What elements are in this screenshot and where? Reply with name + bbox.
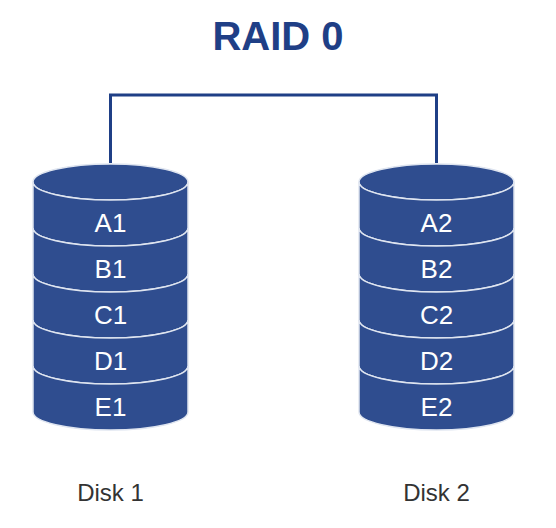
diagram-title: RAID 0: [0, 12, 556, 60]
stripe-block: B2: [358, 228, 515, 292]
stripe-block: C1: [32, 274, 189, 338]
stripe-block: D1: [32, 320, 189, 384]
stripe-label: D2: [358, 346, 515, 376]
bracket-connector: [111, 95, 437, 163]
stripe-label: E1: [32, 392, 189, 422]
disk-cylinder: Disk 2A2B2C2D2E2: [358, 163, 515, 508]
stripe-label: A2: [358, 208, 515, 238]
stripe-label: E2: [358, 392, 515, 422]
stripe-block: C2: [358, 274, 515, 338]
stripe-block: E1: [32, 366, 189, 430]
stripe-label: B2: [358, 254, 515, 284]
stripe-label: A1: [32, 208, 189, 238]
stripe-block: E2: [358, 366, 515, 430]
stripe-label: B1: [32, 254, 189, 284]
stripe-label: C2: [358, 300, 515, 330]
stripe-block: A1: [32, 182, 189, 246]
disk-label: Disk 2: [338, 478, 535, 508]
disk-label: Disk 1: [12, 478, 209, 508]
stripe-block: A2: [358, 182, 515, 246]
stripe-label: C1: [32, 300, 189, 330]
stripe-label: D1: [32, 346, 189, 376]
disk-cylinder: Disk 1A1B1C1D1E1: [32, 163, 189, 508]
stripe-block: B1: [32, 228, 189, 292]
stripe-block: D2: [358, 320, 515, 384]
